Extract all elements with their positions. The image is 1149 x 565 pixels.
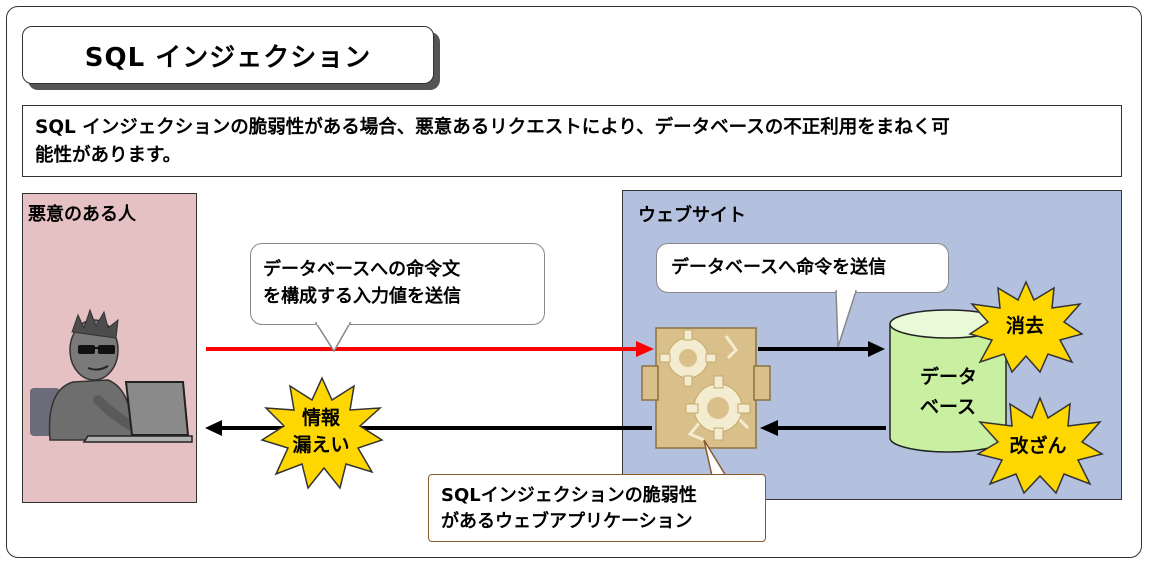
database-label-line-1: データ: [920, 366, 978, 388]
db-command-bubble: データベースへ命令を送信: [656, 243, 949, 293]
tamper-burst-icon: [976, 395, 1104, 495]
db-command-bubble-tail: [835, 290, 858, 348]
query-bubble-tail: [314, 322, 352, 353]
description-line-1: SQL インジェクションの脆弱性がある場合、悪意あるリクエストにより、データベー…: [35, 117, 950, 138]
leak-burst-icon: [260, 376, 384, 490]
database-label: データ ベース: [920, 362, 990, 422]
description-line-2: 能性があります。: [35, 145, 182, 166]
description-box: SQL インジェクションの脆弱性がある場合、悪意あるリクエストにより、データベー…: [22, 105, 1122, 177]
diagram-title: SQL インジェクション: [22, 26, 434, 84]
website-label: ウェブサイト: [638, 205, 746, 226]
tamper-label: 改ざん: [1009, 435, 1067, 457]
web-app-bubble-line-2: があるウェブアプリケーション: [441, 511, 693, 532]
query-bubble-line-1: データベースへの命令文: [263, 259, 461, 280]
leak-label: 情報 漏えい: [286, 405, 356, 459]
hacker-icon: [30, 308, 193, 443]
leak-label-line-1: 情報: [301, 407, 340, 429]
query-bubble-line-2: を構成する入力値を送信: [263, 286, 461, 307]
attacker-label: 悪意のある人: [28, 204, 136, 225]
query-bubble: データベースへの命令文 を構成する入力値を送信: [250, 243, 545, 325]
db-command-bubble-text: データベースへ命令を送信: [671, 257, 887, 278]
database-label-line-2: ベース: [920, 396, 977, 418]
web-app-bubble-line-1: SQLインジェクションの脆弱性: [441, 485, 697, 506]
title-text: SQL インジェクション: [84, 42, 372, 73]
delete-burst-icon: [968, 280, 1084, 374]
web-app-gears-icon: [641, 327, 771, 449]
leak-label-line-2: 漏えい: [292, 434, 350, 456]
delete-label: 消去: [1005, 315, 1044, 337]
web-app-bubble: SQLインジェクションの脆弱性 があるウェブアプリケーション: [428, 474, 766, 542]
